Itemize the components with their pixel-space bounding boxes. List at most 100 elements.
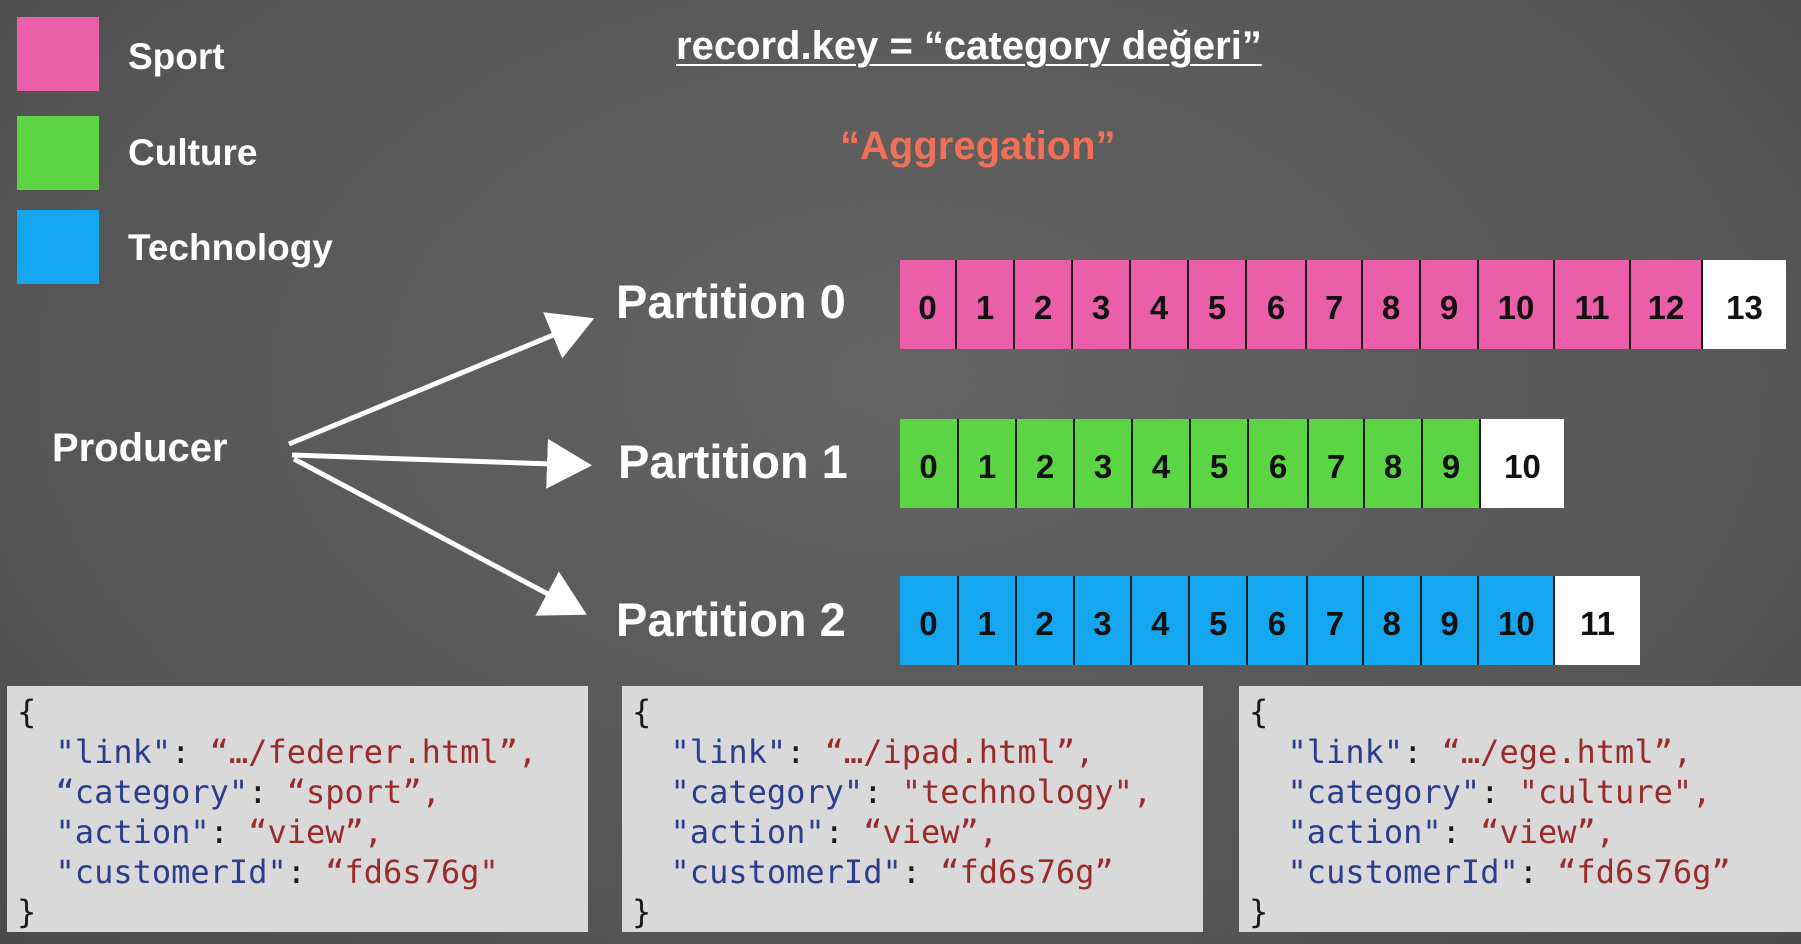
aggregation-label: “Aggregation” [840, 124, 1116, 168]
diagram-title: record.key = “category değeri” [676, 24, 1262, 68]
json-key: "link" [670, 733, 787, 771]
offset-cell: 12 [1631, 260, 1703, 349]
json-field: "link": “…/federer.html”, [55, 733, 538, 771]
offset-cell: 2 [1017, 419, 1075, 508]
offset-cell: 8 [1363, 576, 1422, 665]
offset-cell: 6 [1249, 419, 1309, 508]
offset-cell: 7 [1307, 576, 1364, 665]
producer-label: Producer [52, 426, 228, 470]
json-key: "customerId" [670, 853, 902, 891]
partition-0-label: Partition 0 [616, 275, 846, 328]
next-offset-slot: 13 [1703, 260, 1786, 349]
arrow-to-partition-0 [288, 312, 595, 447]
json-key: "action" [670, 813, 825, 851]
json-key: "action" [55, 813, 210, 851]
offset-cell: 11 [1555, 260, 1631, 349]
offset-cell: 3 [1073, 260, 1131, 349]
legend-swatch-technology [17, 210, 99, 284]
offset-cell: 3 [1075, 419, 1133, 508]
offset-cell: 0 [900, 576, 959, 665]
arrow-to-partition-1 [291, 438, 592, 489]
legend-label-culture: Culture [128, 132, 258, 173]
json-open-brace: { [1249, 693, 1269, 731]
json-value: “sport”, [286, 773, 441, 811]
offset-cell: 10 [1479, 260, 1555, 349]
next-offset-slot: 10 [1481, 419, 1564, 508]
partition-1-label: Partition 1 [618, 435, 848, 488]
arrow-to-partition-2 [292, 456, 587, 616]
offset-cell: 8 [1363, 260, 1421, 349]
offset-cell: 4 [1132, 576, 1191, 665]
json-field: "customerId": “fd6s76g” [670, 853, 1114, 891]
json-field: "link": “…/ipad.html”, [670, 733, 1095, 771]
partition-2-label: Partition 2 [616, 593, 846, 646]
json-key: "category" [670, 773, 864, 811]
json-value: “view”, [863, 813, 999, 851]
json-value: “view”, [248, 813, 384, 851]
offset-cell: 2 [1016, 576, 1075, 665]
offset-cell: 1 [957, 260, 1015, 349]
offset-cell: 3 [1074, 576, 1133, 665]
json-value: “view”, [1480, 813, 1616, 851]
offset-cell: 1 [958, 576, 1017, 665]
legend-label-technology: Technology [128, 227, 333, 268]
offset-cell: 5 [1189, 260, 1247, 349]
json-close-brace: } [1249, 893, 1269, 931]
json-close-brace: } [632, 893, 652, 931]
json-field: "action": “view”, [1287, 813, 1616, 851]
json-key: "category" [1287, 773, 1481, 811]
offset-cell: 5 [1191, 419, 1249, 508]
json-field: "action": “view”, [55, 813, 384, 851]
json-key: "link" [1287, 733, 1404, 771]
json-open-brace: { [17, 693, 37, 731]
legend-label-sport: Sport [128, 36, 225, 77]
offset-cell: 0 [900, 419, 959, 508]
offset-cell: 7 [1309, 419, 1365, 508]
json-field: "category": "technology", [670, 773, 1153, 811]
offset-cell: 8 [1365, 419, 1423, 508]
json-field: "category": "culture", [1287, 773, 1712, 811]
offset-cell: 10 [1479, 576, 1556, 665]
json-key: "action" [1287, 813, 1442, 851]
json-value: “…/ipad.html”, [824, 733, 1095, 771]
json-value: “…/ege.html”, [1441, 733, 1693, 771]
legend-swatch-culture [17, 116, 99, 190]
json-key: "link" [55, 733, 172, 771]
offset-cell: 0 [900, 260, 957, 349]
json-value: “fd6s76g" [325, 853, 499, 891]
offset-cell: 9 [1421, 260, 1479, 349]
message-technology-json: { "link": “…/ipad.html”, "category": "te… [622, 686, 1203, 932]
message-culture-json: { "link": “…/ege.html”, "category": "cul… [1239, 686, 1801, 932]
offset-cell: 1 [959, 419, 1017, 508]
json-open-brace: { [632, 693, 652, 731]
json-value: “…/federer.html”, [209, 733, 538, 771]
offset-cell: 5 [1190, 576, 1249, 665]
json-field: "customerId": “fd6s76g" [55, 853, 499, 891]
json-value: “fd6s76g” [940, 853, 1114, 891]
offset-cell: 6 [1248, 576, 1308, 665]
json-key: "customerId" [1287, 853, 1519, 891]
json-field: “category": “sport”, [55, 773, 441, 811]
json-field: "link": “…/ege.html”, [1287, 733, 1693, 771]
offset-cell: 7 [1307, 260, 1363, 349]
json-field: "customerId": “fd6s76g” [1287, 853, 1731, 891]
offset-cell: 2 [1015, 260, 1073, 349]
json-value: "technology", [901, 773, 1153, 811]
offset-cell: 6 [1247, 260, 1307, 349]
offset-cell: 9 [1421, 576, 1480, 665]
json-key: “category" [55, 773, 249, 811]
json-close-brace: } [17, 893, 37, 931]
next-offset-slot: 11 [1555, 576, 1640, 665]
json-key: "customerId" [55, 853, 287, 891]
offset-cell: 4 [1133, 419, 1191, 508]
json-field: "action": “view”, [670, 813, 999, 851]
json-value: “fd6s76g” [1557, 853, 1731, 891]
json-value: "culture", [1518, 773, 1712, 811]
offset-cell: 9 [1423, 419, 1481, 508]
legend-swatch-sport [17, 17, 99, 91]
message-sport-json: { "link": “…/federer.html”, “category": … [7, 686, 588, 932]
